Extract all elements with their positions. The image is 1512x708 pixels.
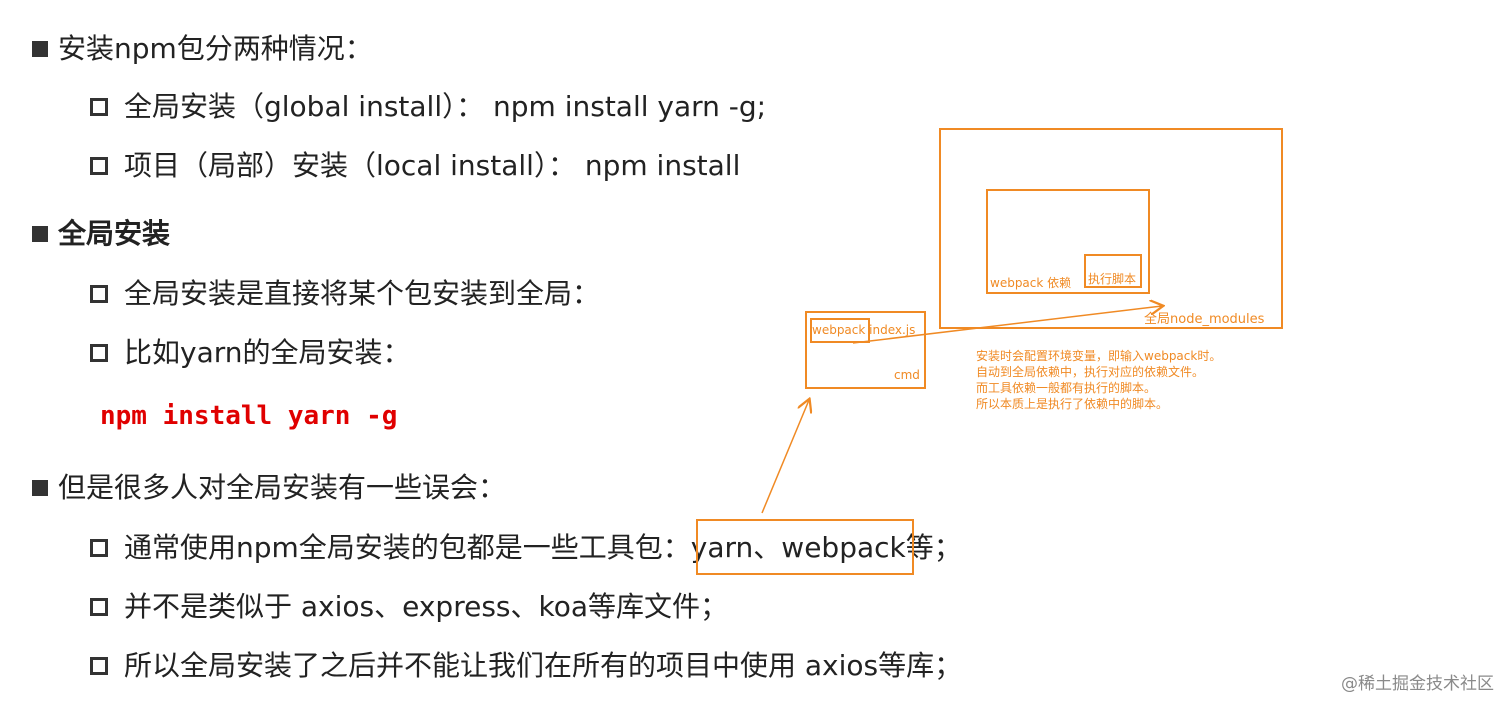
global-node-modules-box — [939, 128, 1283, 329]
note-line-3: 而工具依赖一般都有执行的脚本。 — [976, 381, 1157, 395]
webpack-dependency-box — [986, 189, 1150, 294]
arrow-to-global-script — [852, 306, 1162, 344]
section-2-bullet — [32, 226, 48, 242]
global-node-modules-label: 全局node_modules — [1144, 312, 1265, 327]
section-3-item-2-bullet — [90, 598, 108, 616]
section-3-bullet — [32, 480, 48, 496]
code-snippet: npm install yarn -g — [100, 401, 398, 431]
section-1-bullet — [32, 41, 48, 57]
section-3-title: 但是很多人对全局安装有一些误会： — [58, 471, 507, 504]
section-1-item-2: 项目（局部）安装（local install）： npm install — [124, 149, 741, 182]
section-1-item-1: 全局安装（global install）： npm install yarn -… — [124, 90, 767, 123]
tool-highlight-box — [696, 519, 914, 575]
section-3-item-1-bullet — [90, 539, 108, 557]
section-3-item-1: 通常使用npm全局安装的包都是一些工具包：yarn、webpack等； — [124, 531, 962, 564]
note-line-2: 自动到全局依赖中，执行对应的依赖文件。 — [976, 365, 1205, 379]
section-1-title: 安装npm包分两种情况： — [58, 32, 373, 65]
section-2-title: 全局安装 — [58, 217, 171, 250]
section-2-item-1-bullet — [90, 285, 108, 303]
section-3-item-2: 并不是类似于 axios、express、koa等库文件； — [124, 590, 729, 623]
note-line-4: 所以本质上是执行了依赖中的脚本。 — [976, 397, 1169, 411]
section-3-item-3: 所以全局安装了之后并不能让我们在所有的项目中使用 axios等库； — [124, 649, 963, 682]
explanation-note: 安装时会配置环境变量，即输入webpack时。 自动到全局依赖中，执行对应的依赖… — [976, 348, 1221, 412]
note-line-1: 安装时会配置环境变量，即输入webpack时。 — [976, 349, 1222, 363]
section-2-item-2-bullet — [90, 344, 108, 362]
section-2-item-2: 比如yarn的全局安装： — [124, 336, 411, 369]
webpack-dependency-label: webpack 依赖 — [990, 276, 1072, 290]
cmd-file-label: webpack index.js — [812, 323, 916, 337]
watermark: @稀土掘金技术社区 — [1341, 674, 1494, 694]
section-1-item-2-bullet — [90, 157, 108, 175]
exec-script-label: 执行脚本 — [1088, 272, 1137, 286]
section-3-item-3-bullet — [90, 657, 108, 675]
section-2-item-1: 全局安装是直接将某个包安装到全局： — [124, 277, 601, 310]
section-1-item-1-bullet — [90, 98, 108, 116]
cmd-box — [805, 311, 926, 389]
exec-script-box — [1084, 254, 1142, 288]
webpack-file-box — [810, 318, 870, 343]
arrow-to-cmd — [761, 400, 809, 514]
cmd-label: cmd — [894, 368, 920, 382]
